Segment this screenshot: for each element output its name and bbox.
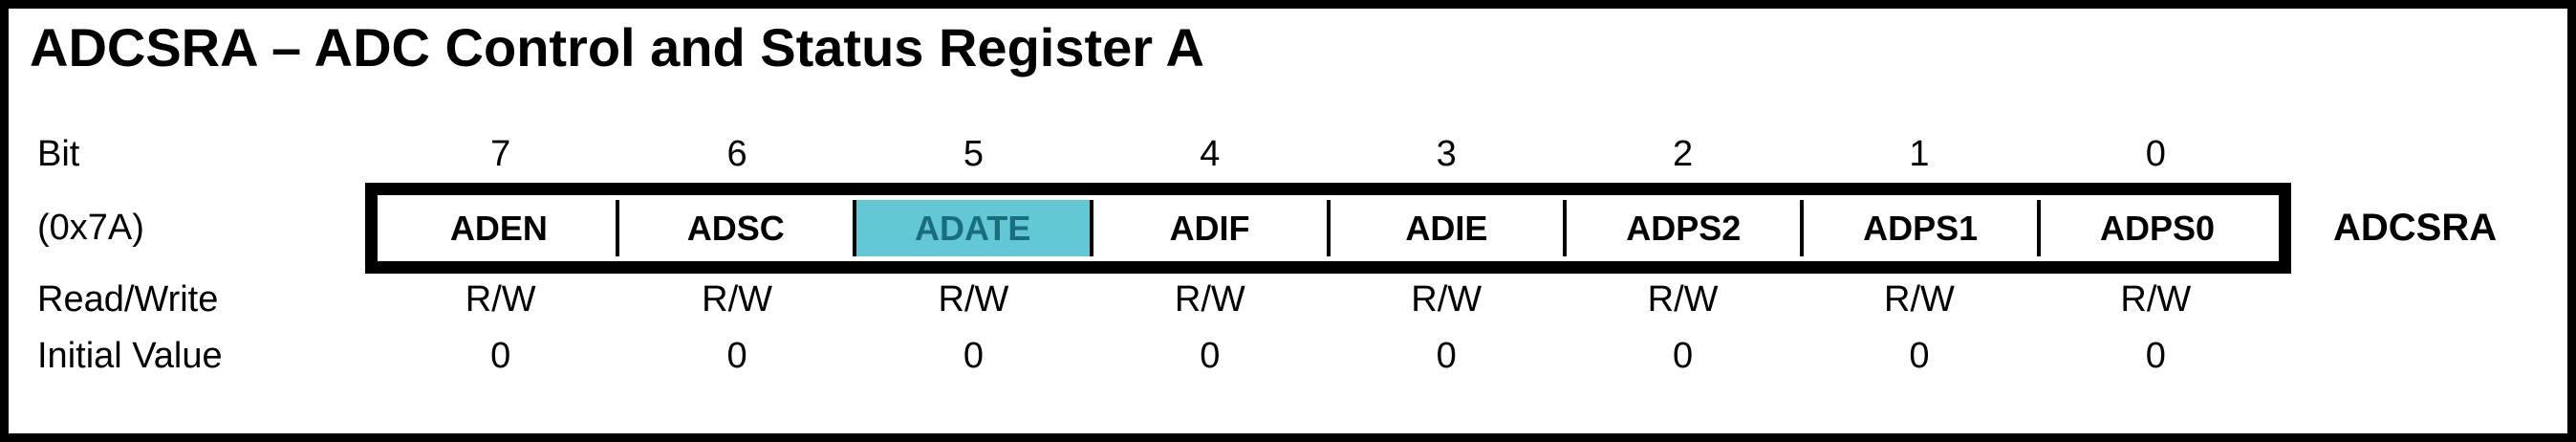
bit-numbers: 7 6 5 4 3 2 1 0 [365, 134, 2291, 175]
bit-number-5: 5 [963, 133, 984, 174]
bit-field-adsc: ADSC [615, 200, 853, 256]
read-write-value-bit4: R/W [1174, 278, 1245, 320]
register-box: ADEN ADSC ADATE ADIF ADIE ADPS2 ADPS1 AD… [365, 183, 2291, 274]
initial-value-bit4: 0 [1200, 335, 1221, 376]
bit-row-label: Bit [37, 133, 80, 174]
bit-number-2: 2 [1672, 133, 1694, 174]
initial-value-bit2: 0 [1672, 335, 1694, 376]
register-name: ADCSRA [2333, 207, 2498, 249]
bit-field-adate-highlighted: ADATE [852, 200, 1090, 256]
read-write-value-bit3: R/W [1411, 278, 1483, 320]
read-write-value-bit5: R/W [938, 278, 1009, 320]
initial-value-bit5: 0 [963, 335, 984, 376]
read-write-values: R/W R/W R/W R/W R/W R/W R/W R/W [365, 279, 2291, 320]
bit-number-6: 6 [726, 133, 747, 174]
bit-number-7: 7 [490, 133, 511, 174]
read-write-row: Read/Write R/W R/W R/W R/W R/W R/W R/W R… [9, 274, 2567, 325]
bit-number-0: 0 [2145, 133, 2166, 174]
read-write-row-label: Read/Write [37, 278, 219, 320]
bit-field-adie: ADIE [1326, 200, 1564, 256]
read-write-value-bit2: R/W [1647, 278, 1719, 320]
initial-value-bit7: 0 [490, 335, 511, 376]
read-write-value-bit7: R/W [465, 278, 536, 320]
initial-values: 0 0 0 0 0 0 0 0 [365, 336, 2291, 377]
initial-value-row: Initial Value 0 0 0 0 0 0 0 0 [9, 325, 2567, 387]
read-write-value-bit1: R/W [1884, 278, 1955, 320]
read-write-value-bit0: R/W [2120, 278, 2192, 320]
register-address: (0x7A) [37, 208, 144, 248]
bit-number-row: Bit 7 6 5 4 3 2 1 0 [9, 125, 2567, 183]
bit-field-adps2: ADPS2 [1563, 200, 1800, 256]
section-title: ADCSRA – ADC Control and Status Register… [30, 17, 1204, 77]
bit-field-adps0: ADPS0 [2037, 200, 2274, 256]
register-row: (0x7A) ADEN ADSC ADATE ADIF ADIE ADPS2 A… [9, 183, 2567, 274]
bit-number-4: 4 [1200, 133, 1221, 174]
initial-value-row-label: Initial Value [37, 335, 223, 376]
bit-number-3: 3 [1436, 133, 1457, 174]
initial-value-bit6: 0 [726, 335, 747, 376]
bit-number-1: 1 [1909, 133, 1930, 174]
initial-value-bit3: 0 [1436, 335, 1457, 376]
initial-value-bit0: 0 [2145, 335, 2166, 376]
bit-field-adps1: ADPS1 [1800, 200, 2037, 256]
read-write-value-bit6: R/W [702, 278, 772, 320]
bit-field-aden: ADEN [449, 208, 548, 248]
initial-value-bit1: 0 [1909, 335, 1930, 376]
bit-field-adif: ADIF [1089, 200, 1327, 256]
